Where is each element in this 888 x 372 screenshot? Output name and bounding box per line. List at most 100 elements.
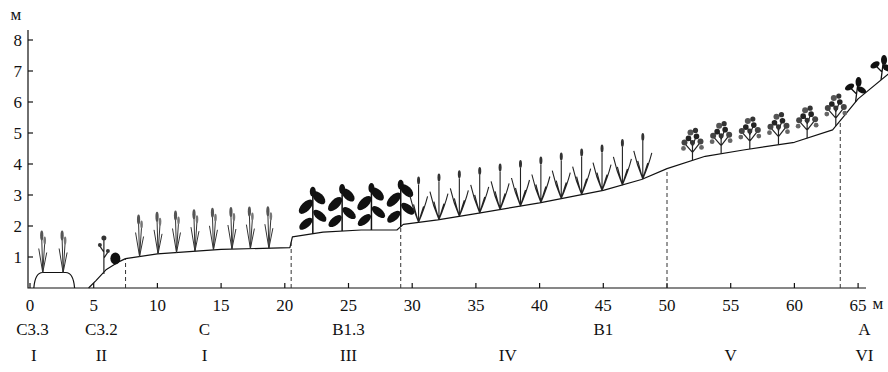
axis-number: 20: [276, 297, 293, 314]
plant-symbol: [681, 128, 704, 161]
plant-symbol: [738, 116, 761, 149]
axis-tick: [794, 283, 795, 288]
axis-number: 7: [14, 63, 23, 80]
zone-boundary: [291, 242, 292, 288]
axis-tick: [28, 132, 33, 133]
plant-symbol: [869, 55, 888, 80]
zone-code: C3.2: [85, 321, 118, 338]
plant-symbol: [410, 176, 428, 222]
axis-tick: [539, 283, 540, 288]
plant-symbol: [246, 207, 254, 249]
plant-symbol: [552, 153, 570, 199]
plant-symbol: [767, 112, 790, 145]
plant-symbol: [634, 133, 652, 179]
axis-tick: [28, 70, 33, 71]
plant-symbol: [844, 77, 868, 102]
axis-tick: [221, 283, 222, 288]
zone-boundary: [400, 227, 401, 288]
zone-number: II: [96, 347, 107, 364]
zone-number: I: [31, 347, 37, 364]
axis-tick: [603, 283, 604, 288]
axis-unit: м: [11, 6, 22, 23]
plant-symbol: [98, 236, 110, 275]
axis-number: 3: [14, 187, 23, 204]
zone-number: VI: [855, 347, 873, 364]
plant-symbol: [824, 93, 847, 126]
axis-number: 8: [14, 32, 23, 49]
axis-tick: [475, 283, 476, 288]
axis-tick: [284, 283, 285, 288]
zone-boundary: [667, 169, 668, 288]
axis-number: 4: [14, 156, 23, 173]
axis-tick: [28, 194, 33, 195]
axis-number: 50: [659, 297, 676, 314]
axis-line: [28, 30, 866, 288]
axis-tick: [28, 256, 33, 257]
plant-symbol: [136, 215, 144, 257]
zone-code: A: [858, 321, 870, 338]
plant-symbol: [39, 231, 47, 273]
axis-unit: м: [873, 295, 884, 312]
zone-code: C: [199, 321, 210, 338]
plant-symbol: [491, 163, 509, 209]
axis-tick: [29, 283, 30, 288]
plant-symbol: [710, 121, 733, 154]
plant-symbol: [228, 207, 236, 249]
zone-number: V: [725, 347, 737, 364]
zone-code: B1: [593, 321, 613, 338]
zone-boundary: [840, 121, 841, 288]
axis-tick: [857, 283, 858, 288]
axis-number: 5: [89, 297, 98, 314]
plant-symbol: [430, 174, 448, 220]
zone-boundary: [125, 259, 126, 288]
zone-number: IV: [499, 347, 517, 364]
plant-symbol: [471, 167, 489, 213]
plant-symbol: [154, 212, 162, 254]
axis-number: 30: [404, 297, 421, 314]
axis-tick: [28, 39, 33, 40]
plant-symbol: [209, 208, 217, 250]
zone-number: I: [202, 347, 208, 364]
axis-tick: [157, 283, 158, 288]
axis-tick: [412, 283, 413, 288]
axis-number: 2: [14, 218, 23, 235]
plant-symbol: [613, 139, 631, 185]
plant-symbol: [59, 231, 67, 273]
plant-symbol: [296, 187, 328, 234]
axis-tick: [28, 163, 33, 164]
plant-symbol: [265, 206, 273, 248]
moss-clump: [110, 253, 120, 265]
plant-symbol: [173, 211, 181, 253]
axis-number: 1: [14, 249, 23, 266]
axis-tick: [348, 283, 349, 288]
axis-tick: [28, 101, 33, 102]
plant-symbol: [532, 157, 550, 203]
axis-number: 5: [14, 125, 23, 142]
plant-symbol: [593, 145, 611, 191]
axis-number: 55: [722, 297, 739, 314]
axis-number: 40: [531, 297, 548, 314]
plant-symbol: [355, 183, 387, 230]
axis-number: 15: [213, 297, 230, 314]
axis-number: 65: [850, 297, 867, 314]
axis-number: 45: [595, 297, 612, 314]
axis-number: 25: [340, 297, 357, 314]
zone-number: III: [340, 347, 357, 364]
plant-symbol: [326, 184, 358, 231]
axis-number: 35: [467, 297, 484, 314]
plant-symbol: [450, 170, 468, 216]
mound-outline: [34, 273, 75, 289]
plant-symbol: [573, 149, 591, 195]
axis-number: 10: [149, 297, 166, 314]
axis-tick: [730, 283, 731, 288]
zone-code: C3.3: [16, 321, 49, 338]
ground-profile: [89, 73, 888, 289]
plant-symbol: [796, 106, 819, 139]
axis-number: 6: [14, 94, 23, 111]
axis-number: 0: [26, 297, 35, 314]
axis-number: 60: [786, 297, 803, 314]
zone-code: B1.3: [332, 321, 365, 338]
plant-symbol: [191, 209, 199, 251]
